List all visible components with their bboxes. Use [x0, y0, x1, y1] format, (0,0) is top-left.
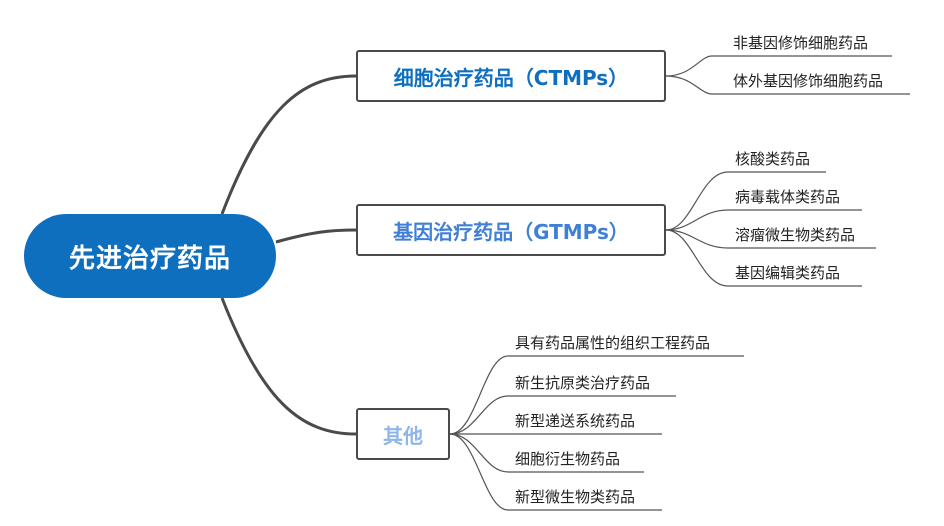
leaf-gtmps-1: 核酸类药品	[735, 150, 811, 168]
branch-node-other: 其他	[356, 408, 450, 460]
connector-root-other	[220, 297, 357, 436]
connector-ctmps-leaf-2	[665, 75, 910, 95]
root-label: 先进治疗药品	[68, 243, 231, 274]
leaf-gtmps-3: 溶瘤微生物类药品	[735, 226, 856, 244]
connector-other-leaf-5	[449, 433, 662, 511]
leaf-other-2: 新生抗原类治疗药品	[515, 374, 651, 392]
branch-node-ctmps: 细胞治疗药品（CTMPs）	[356, 50, 666, 102]
connector-other-leaf-4	[449, 433, 644, 473]
branch-node-gtmps: 基因治疗药品（GTMPs）	[356, 204, 666, 256]
leaf-gtmps-2: 病毒载体类药品	[735, 188, 841, 206]
leaf-gtmps-4: 基因编辑类药品	[735, 264, 841, 282]
leaf-ctmps-2: 体外基因修饰细胞药品	[733, 72, 884, 90]
leaf-other-3: 新型递送系统药品	[515, 412, 636, 430]
connector-gtmps-leaf-2	[665, 209, 862, 231]
branch-label-gtmps: 基因治疗药品（GTMPs）	[393, 219, 629, 244]
connector-other-leaf-2	[449, 395, 676, 435]
connector-gtmps-leaf-3	[665, 229, 876, 249]
branch-label-other: 其他	[383, 423, 423, 448]
connector-gtmps-leaf-4	[665, 229, 862, 287]
connector-root-gtmps	[275, 228, 357, 244]
connector-root-ctmps	[220, 74, 357, 215]
connector-ctmps-leaf-1	[665, 55, 892, 77]
connector-other-leaf-1	[449, 355, 744, 435]
leaf-ctmps-1: 非基因修饰细胞药品	[733, 34, 869, 52]
root-node: 先进治疗药品	[24, 214, 276, 298]
connector-gtmps-leaf-1	[665, 171, 826, 231]
leaf-other-4: 细胞衍生物药品	[515, 450, 621, 468]
branch-label-ctmps: 细胞治疗药品（CTMPs）	[393, 65, 629, 90]
leaf-other-1: 具有药品属性的组织工程药品	[515, 334, 711, 352]
leaf-other-5: 新型微生物类药品	[515, 488, 636, 506]
